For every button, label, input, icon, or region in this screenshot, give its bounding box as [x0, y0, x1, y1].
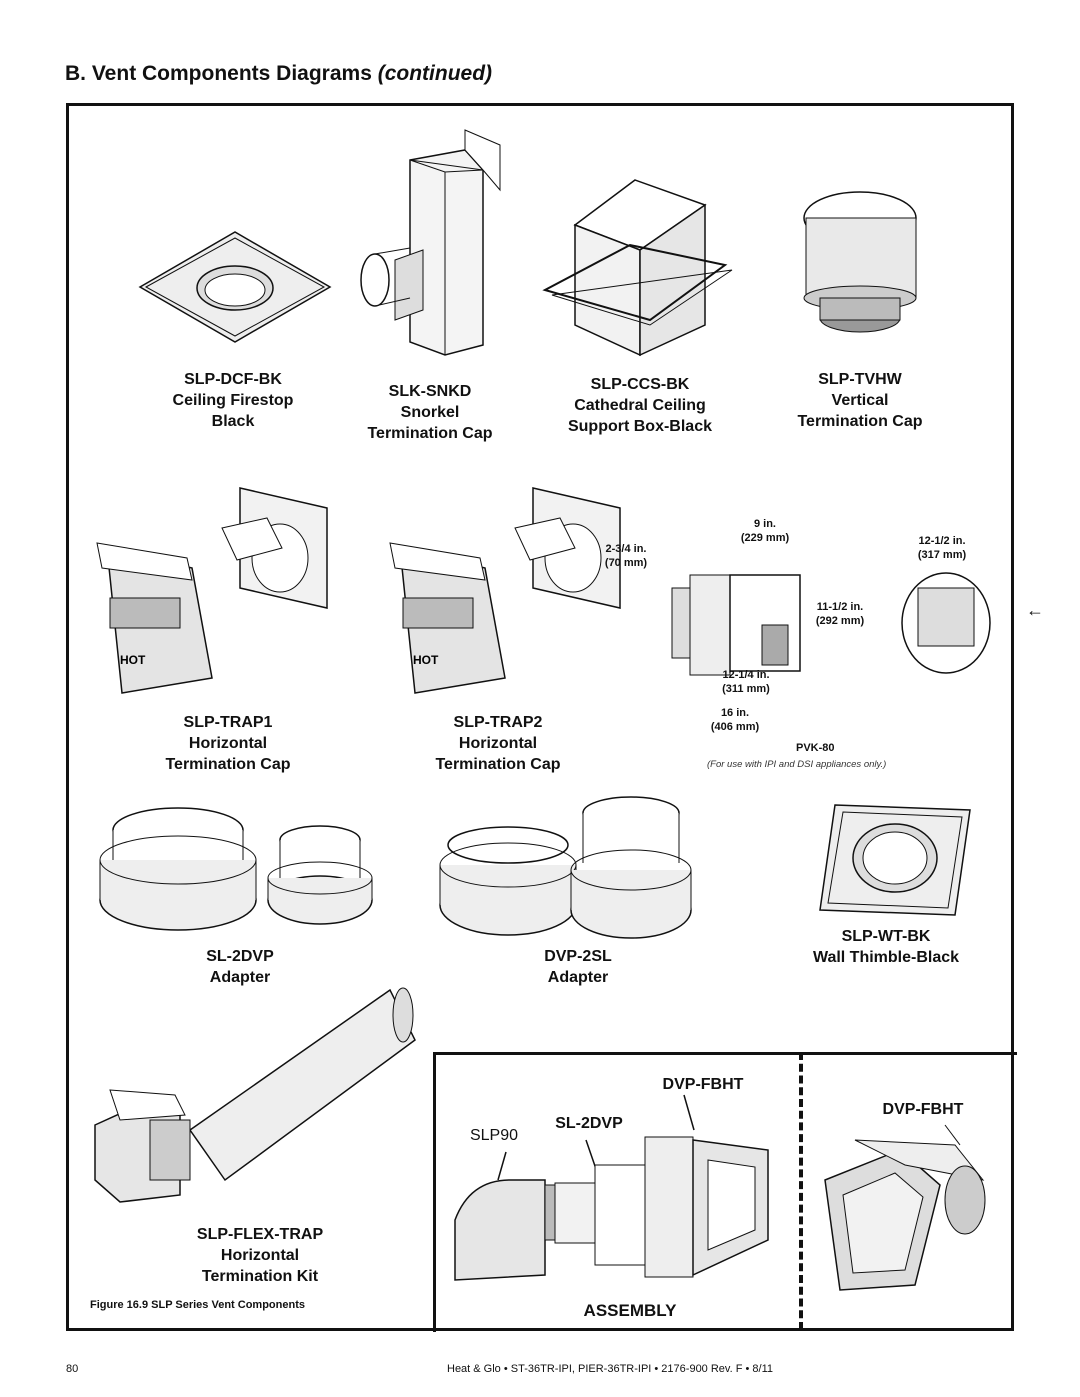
vertical-termination-cap-drawing	[803, 191, 917, 333]
pvk80-front-drawing	[901, 572, 991, 674]
assembly-divider	[799, 1052, 803, 1330]
desc-1: Vertical	[831, 392, 889, 409]
dim-value: 16 in.	[720, 707, 750, 719]
assembly-panel	[433, 1052, 1017, 1332]
label-slk-snkd: SLK-SNKD Snorkel Termination Cap	[345, 381, 515, 444]
dim-value: 11-1/2 in.	[816, 601, 864, 613]
arrow-left-icon: ←	[1026, 600, 1044, 620]
label-slp-ccs-bk: SLP-CCS-BK Cathedral Ceiling Support Box…	[550, 374, 730, 437]
label-slp-tvhw: SLP-TVHW Vertical Termination Cap	[775, 369, 945, 432]
section-heading: B. Vent Components Diagrams (continued)	[65, 62, 492, 86]
label-slp-wt-bk: SLP-WT-BK Wall Thimble-Black	[795, 926, 977, 968]
dim-value: 12-1/2 in.	[918, 535, 966, 547]
desc-2: Termination Cap	[797, 413, 923, 430]
desc-2: Termination Cap	[165, 756, 291, 773]
desc-1: Horizontal	[458, 735, 538, 752]
figure-frame	[66, 103, 1014, 1331]
assembly-title: ASSEMBLY	[583, 1301, 677, 1320]
dim-12-1-2in: 12-1/2 in. (317 mm)	[902, 534, 982, 562]
assembly-label-dvp-fbht-b: DVP-FBHT	[882, 1101, 964, 1118]
code: SLP-TRAP2	[453, 714, 543, 731]
desc-2: Termination Kit	[201, 1268, 319, 1285]
label-slp-trap1: SLP-TRAP1 Horizontal Termination Cap	[143, 712, 313, 775]
label-slp-dcf-bk: SLP-DCF-BK Ceiling Firestop Black	[148, 369, 318, 432]
desc-1: Horizontal	[188, 735, 268, 752]
heading-continued: (continued)	[377, 62, 493, 85]
footer-text: Heat & Glo • ST-36TR-IPI, PIER-36TR-IPI …	[447, 1363, 773, 1375]
snorkel-drawing	[360, 129, 501, 356]
desc-2: Black	[211, 413, 255, 430]
desc-1: Adapter	[209, 969, 271, 986]
dim-value-mm: (311 mm)	[722, 683, 770, 695]
hot-label: HOT	[413, 653, 439, 667]
dim-value-mm: (406 mm)	[710, 721, 760, 733]
flex-trap-drawing	[94, 987, 416, 1203]
code: DVP-2SL	[544, 948, 612, 965]
heading-main: B. Vent Components Diagrams	[65, 62, 372, 85]
desc-1: Wall Thimble-Black	[812, 949, 960, 966]
assembly-drawing	[454, 1094, 961, 1281]
hot-label: HOT	[120, 653, 146, 667]
code: SLK-SNKD	[388, 383, 472, 400]
wall-thimble-drawing	[819, 804, 971, 916]
label-sl-2dvp: SL-2DVP Adapter	[155, 946, 325, 988]
label-dvp-2sl: DVP-2SL Adapter	[493, 946, 663, 988]
dim-value: 9 in.	[753, 518, 776, 530]
label-slp-flex-trap: SLP-FLEX-TRAP Horizontal Termination Kit	[160, 1224, 360, 1287]
desc-1: Cathedral Ceiling	[574, 397, 706, 414]
dvp-fbht-drawing	[824, 1139, 986, 1291]
dim-value-mm: (229 mm)	[740, 532, 790, 544]
figure-caption: Figure 16.9 SLP Series Vent Components	[90, 1299, 305, 1311]
code: SLP-TRAP1	[183, 714, 273, 731]
desc-2: Termination Cap	[435, 756, 561, 773]
desc-2: Support Box-Black	[567, 418, 712, 435]
dim-value-mm: (70 mm)	[604, 557, 648, 569]
code: SLP-DCF-BK	[184, 371, 282, 388]
dim-value: 12-1/4 in.	[722, 669, 770, 681]
desc-1: Ceiling Firestop	[172, 392, 294, 409]
sl2dvp-adapter-drawing	[99, 807, 373, 931]
dim-9in: 9 in. (229 mm)	[725, 517, 805, 545]
code: SLP-WT-BK	[841, 928, 931, 945]
desc-1: Snorkel	[400, 404, 460, 421]
dim-value-mm: (292 mm)	[815, 615, 865, 627]
code: SLP-CCS-BK	[590, 376, 690, 393]
desc-2: Termination Cap	[367, 425, 493, 442]
page-number: 80	[66, 1363, 79, 1375]
pvk80-label: PVK-80	[796, 742, 835, 754]
trap1-drawing: HOT	[96, 487, 328, 694]
assembly-label-slp90: SLP90	[469, 1127, 519, 1144]
dim-12-1-4in: 12-1/4 in. (311 mm)	[706, 668, 786, 696]
cathedral-ceiling-box-drawing	[542, 179, 733, 357]
pvk80-note: (For use with IPI and DSI appliances onl…	[707, 759, 887, 770]
desc-1: Adapter	[547, 969, 609, 986]
code: SLP-FLEX-TRAP	[196, 1226, 324, 1243]
code: SLP-TVHW	[818, 371, 902, 388]
label-slp-trap2: SLP-TRAP2 Horizontal Termination Cap	[413, 712, 583, 775]
pvk80-side-drawing	[671, 574, 801, 676]
ceiling-firestop-drawing	[138, 231, 332, 343]
dim-16in: 16 in. (406 mm)	[690, 706, 780, 734]
assembly-label-dvp-fbht-a: DVP-FBHT	[662, 1076, 744, 1093]
dim-2-3-4in: 2-3/4 in. (70 mm)	[592, 542, 660, 570]
dvp2sl-adapter-drawing	[439, 796, 692, 939]
desc-1: Horizontal	[220, 1247, 300, 1264]
code: SL-2DVP	[206, 948, 274, 965]
dim-11-1-2in: 11-1/2 in. (292 mm)	[800, 600, 880, 628]
trap2-drawing: HOT	[389, 487, 621, 694]
dim-value-mm: (317 mm)	[917, 549, 967, 561]
dim-value: 2-3/4 in.	[605, 543, 647, 555]
assembly-label-sl-2dvp: SL-2DVP	[555, 1115, 623, 1132]
